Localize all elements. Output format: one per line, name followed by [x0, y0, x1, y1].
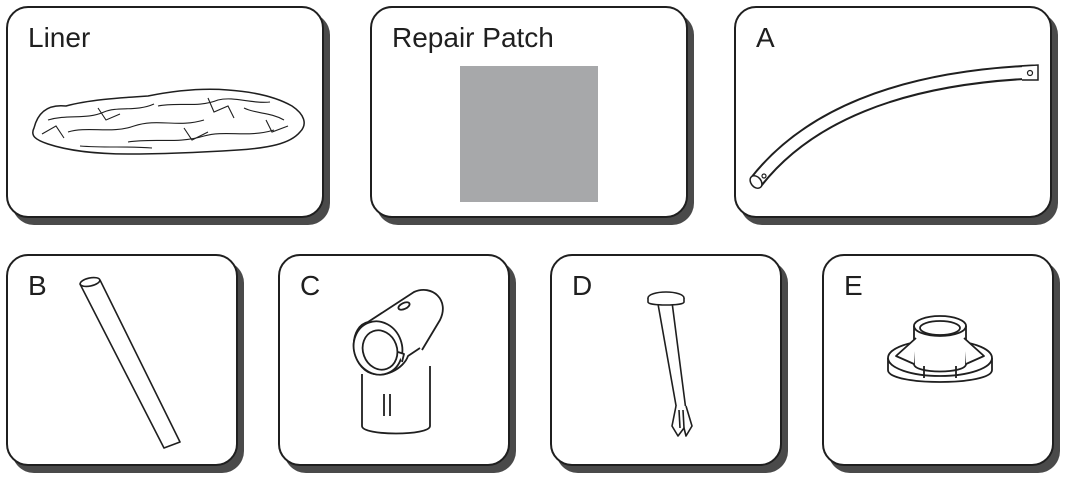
part-label: Repair Patch — [392, 22, 554, 53]
straight-pole-icon — [79, 276, 181, 449]
part-label: D — [572, 270, 593, 301]
part-card-c: C — [278, 254, 510, 466]
part-label: Liner — [28, 22, 91, 53]
part-label: C — [300, 270, 321, 301]
part-card-d: D — [550, 254, 782, 466]
part-card-e: E — [822, 254, 1054, 466]
repair-patch-icon — [460, 66, 598, 202]
part-card-repair-patch: Repair Patch — [370, 6, 688, 218]
base-cap-icon — [887, 315, 993, 383]
liner-icon — [32, 88, 305, 155]
part-card-a: A — [734, 6, 1052, 218]
part-label: E — [844, 270, 863, 301]
part-card-b: B — [6, 254, 238, 466]
part-card-liner: Liner — [6, 6, 324, 218]
part-label: B — [28, 270, 47, 301]
part-label: A — [756, 22, 775, 53]
curved-pole-icon — [749, 64, 1039, 190]
t-joint-connector-icon — [352, 289, 444, 435]
pin-icon — [647, 291, 693, 437]
